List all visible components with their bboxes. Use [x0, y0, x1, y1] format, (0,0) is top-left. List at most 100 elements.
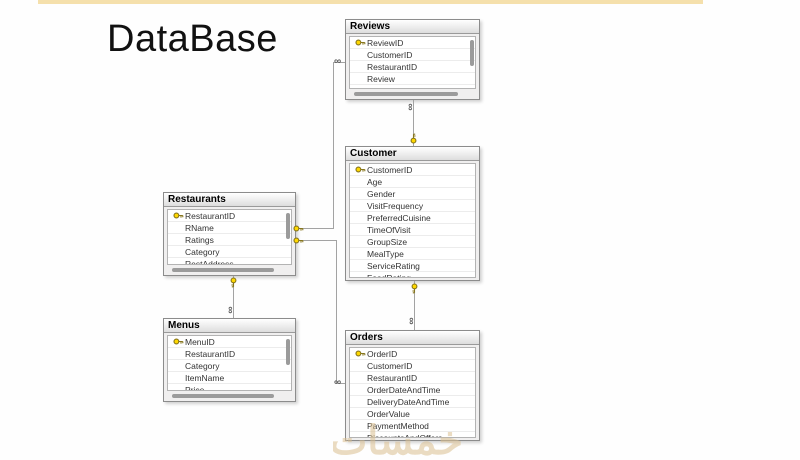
field-row[interactable]: ItemName [168, 372, 291, 384]
relationship-line[interactable] [333, 62, 334, 229]
field-row[interactable]: MenuID [168, 336, 291, 348]
relationship-line[interactable] [233, 276, 234, 318]
key-column-spacer [355, 86, 367, 89]
vertical-scrollbar[interactable] [286, 213, 290, 239]
key-cardinality-icon [293, 235, 304, 246]
field-name-label: CustomerID [367, 360, 413, 371]
field-name-label: PreferredCuisine [367, 212, 431, 223]
key-column-spacer [173, 223, 185, 233]
horizontal-scrollbar-thumb[interactable] [354, 92, 459, 96]
entity-fields: ReviewIDCustomerIDRestaurantIDReviewLike… [349, 36, 476, 89]
field-row[interactable]: DiscountsAndOffers [350, 432, 475, 438]
field-row[interactable]: VisitFrequency [350, 200, 475, 212]
field-row[interactable]: ServiceRating [350, 260, 475, 272]
field-name-label: Price [185, 384, 205, 391]
field-name-label: DeliveryDateAndTime [367, 396, 450, 407]
key-cardinality-icon [409, 283, 420, 294]
key-column-spacer [355, 189, 367, 199]
entity-table-header[interactable]: Menus [164, 319, 295, 333]
field-row[interactable]: TimeOfVisit [350, 224, 475, 236]
field-row[interactable]: FoodRating [350, 272, 475, 278]
field-row[interactable]: OrderID [350, 348, 475, 360]
field-row[interactable]: RestAddress [168, 258, 291, 265]
field-name-label: MealType [367, 248, 404, 259]
field-row[interactable]: GroupSize [350, 236, 475, 248]
primary-key-icon [355, 38, 367, 48]
relationship-line[interactable] [296, 228, 333, 229]
field-row[interactable]: PaymentMethod [350, 420, 475, 432]
field-row[interactable]: CustomerID [350, 164, 475, 176]
field-row[interactable]: Category [168, 246, 291, 258]
primary-key-icon [173, 337, 185, 347]
field-row[interactable]: PreferredCuisine [350, 212, 475, 224]
relationship-line[interactable] [413, 100, 414, 146]
field-name-label: Category [185, 246, 220, 257]
field-name-label: RestaurantID [367, 372, 418, 383]
field-row[interactable]: OrderDateAndTime [350, 384, 475, 396]
horizontal-scrollbar-thumb[interactable] [172, 268, 275, 272]
field-row[interactable]: RName [168, 222, 291, 234]
field-row[interactable]: DeliveryDateAndTime [350, 396, 475, 408]
horizontal-scrollbar-thumb[interactable] [172, 394, 275, 398]
entity-table-title: Orders [350, 332, 383, 343]
field-name-label: CustomerID [367, 164, 413, 175]
relationship-line[interactable] [333, 62, 345, 63]
many-cardinality-symbol: ∞ [334, 56, 342, 67]
vertical-scrollbar[interactable] [470, 40, 474, 66]
field-row[interactable]: Liked [350, 85, 475, 89]
field-name-label: CustomerID [367, 49, 413, 60]
field-row[interactable]: ReviewID [350, 37, 475, 49]
field-row[interactable]: Review [350, 73, 475, 85]
field-row[interactable]: RestaurantID [350, 61, 475, 73]
field-name-label: OrderID [367, 348, 398, 359]
key-cardinality-icon [293, 223, 304, 234]
field-row[interactable]: CustomerID [350, 49, 475, 61]
entity-table-header[interactable]: Reviews [346, 20, 479, 34]
horizontal-scrollbar[interactable] [352, 91, 473, 98]
field-name-label: Ratings [185, 234, 214, 245]
relationship-line[interactable] [296, 240, 336, 241]
key-column-spacer [173, 361, 185, 371]
top-accent-bar [38, 0, 703, 4]
field-row[interactable]: Gender [350, 188, 475, 200]
field-row[interactable]: Price [168, 384, 291, 391]
field-name-label: RestaurantID [185, 210, 236, 221]
field-row[interactable]: Ratings [168, 234, 291, 246]
entity-table-header[interactable]: Restaurants [164, 193, 295, 207]
field-name-label: Age [367, 176, 383, 187]
vertical-scrollbar[interactable] [286, 339, 290, 365]
field-name-label: TimeOfVisit [367, 224, 411, 235]
key-column-spacer [173, 349, 185, 359]
field-row[interactable]: RestaurantID [350, 372, 475, 384]
entity-table-header[interactable]: Customer [346, 147, 479, 161]
field-row[interactable]: OrderValue [350, 408, 475, 420]
many-cardinality-symbol: ∞ [405, 317, 417, 325]
relationship-line[interactable] [336, 240, 337, 383]
horizontal-scrollbar[interactable] [170, 393, 289, 400]
page-title: DataBase [107, 18, 278, 60]
field-row[interactable]: MealType [350, 248, 475, 260]
field-row[interactable]: CustomerID [350, 360, 475, 372]
entity-table-header[interactable]: Orders [346, 331, 479, 345]
horizontal-scrollbar[interactable] [170, 267, 289, 274]
field-row[interactable]: RestaurantID [168, 348, 291, 360]
relationship-line[interactable] [336, 383, 345, 384]
key-column-spacer [355, 249, 367, 259]
relationship-line[interactable] [414, 281, 415, 330]
field-row[interactable]: Age [350, 176, 475, 188]
field-row[interactable]: Category [168, 360, 291, 372]
field-row[interactable]: RestaurantID [168, 210, 291, 222]
field-name-label: Gender [367, 188, 396, 199]
primary-key-icon [355, 349, 367, 359]
key-column-spacer [355, 74, 367, 84]
